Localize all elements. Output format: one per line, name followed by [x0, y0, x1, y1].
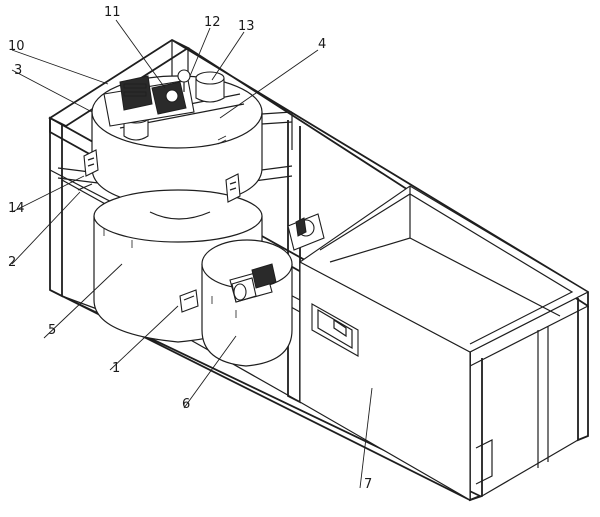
leader-12: [189, 27, 211, 77]
tank-4-drum-right-top: [195, 71, 225, 85]
leader-6: [183, 335, 237, 409]
callout-14: 14: [8, 201, 25, 216]
callout-13: 13: [238, 19, 255, 34]
tank-5-stirrer: [149, 211, 211, 220]
motor-fin-2: [123, 91, 147, 97]
top-pump-assembly: [103, 69, 195, 127]
tank-6: [201, 239, 293, 367]
cabinet-bottom-box: [475, 439, 493, 485]
leader-11: [115, 19, 166, 89]
leader-1: [109, 305, 179, 371]
frame-bottom-right-edge: [481, 439, 579, 497]
cabinet-inner-floor: [329, 237, 561, 317]
tank-6-motor-end: [233, 283, 247, 301]
valve-left-body: [83, 149, 99, 177]
frame-post-front-left: [49, 118, 63, 298]
valve-left-pipe: [77, 183, 93, 191]
callout-3: 3: [14, 63, 22, 78]
leader-14: [11, 175, 85, 213]
callout-1: 1: [112, 361, 120, 376]
tank-4-drum-right: [195, 78, 225, 103]
leader-2: [11, 191, 81, 265]
leader-5: [43, 263, 123, 339]
tank-6-clips: [211, 296, 237, 318]
frame-post-back-right: [577, 298, 589, 442]
callout-10: 10: [8, 39, 25, 54]
valve-mid-detail: [229, 181, 237, 191]
valve-mid-body: [225, 173, 241, 203]
tank-6-pump: [251, 263, 277, 289]
tank-4-drum-left: [123, 118, 149, 141]
valve-mid: [225, 173, 241, 203]
tank-4-lid-handle: [217, 135, 227, 145]
callout-7: 7: [364, 477, 372, 492]
callout-labels: 11 12 13 10 3 4 14 2 5 1 6 7: [8, 5, 372, 492]
leader-3: [11, 69, 93, 113]
tank-5-lid: [93, 189, 263, 243]
leader-7: [359, 387, 373, 489]
callout-5: 5: [48, 323, 56, 338]
leader-4: [219, 49, 319, 119]
cabinet-window-handle: [333, 318, 347, 338]
valve-lower: [179, 289, 199, 313]
cabinet-window: [311, 303, 359, 357]
tank-5-clips: [103, 228, 133, 248]
pump-port: [165, 89, 179, 103]
frame-top-right-edge-lower: [469, 305, 589, 367]
motor-body: [119, 75, 153, 111]
frame-bottom-mid: [179, 333, 301, 403]
callout-6: 6: [182, 397, 190, 412]
valve-lower-body: [179, 289, 199, 313]
valve-left: [77, 149, 99, 191]
motor-fin: [123, 83, 147, 89]
callout-2: 2: [8, 255, 16, 270]
pump-gauge: [177, 69, 191, 83]
leader-10: [11, 49, 109, 85]
cabinet-top-open: [298, 185, 590, 353]
callout-12: 12: [204, 15, 221, 30]
cabinet-window-inner: [317, 308, 353, 350]
cabinet-7: [298, 185, 590, 501]
pump-right-motor: [295, 217, 307, 237]
callout-4: 4: [318, 37, 326, 52]
frame-top-back-rail: [171, 39, 589, 308]
callout-11: 11: [104, 5, 121, 20]
frame-post-front-right: [469, 352, 483, 502]
cabinet-top-inner: [319, 193, 574, 345]
valve-left-detail: [87, 157, 95, 167]
pump-right: [287, 213, 325, 251]
valve-lower-detail: [183, 295, 195, 301]
frame-post-mid-right: [537, 326, 549, 468]
leader-13: [211, 31, 245, 81]
leader-lines: [11, 19, 373, 489]
